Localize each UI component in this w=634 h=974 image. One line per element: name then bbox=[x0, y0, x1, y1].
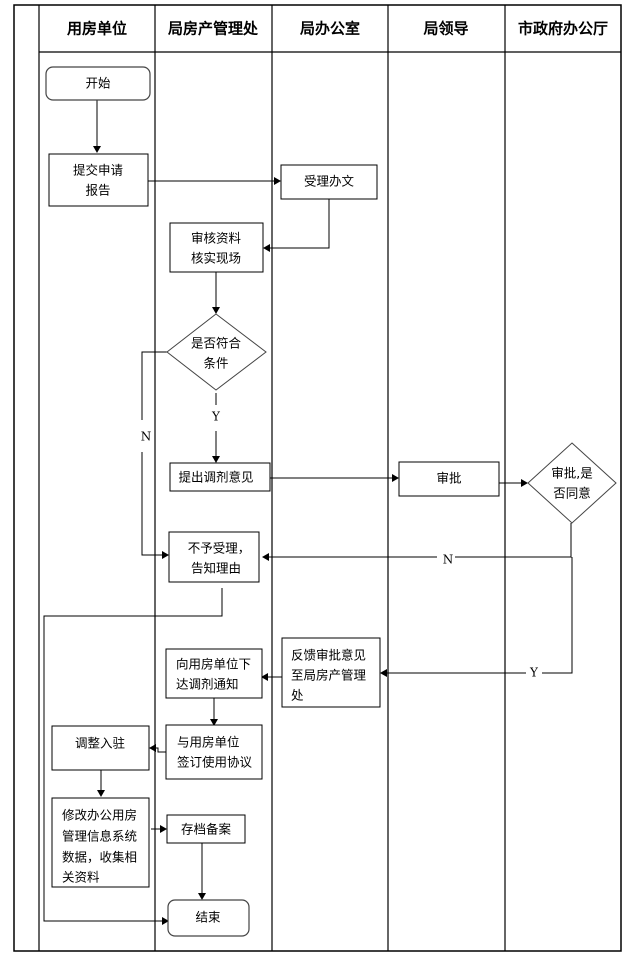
node-label: 不予受理， bbox=[188, 541, 251, 556]
arrowhead bbox=[149, 744, 156, 752]
node-archive[interactable]: 存档备案 bbox=[166, 814, 246, 844]
arrowhead bbox=[97, 790, 105, 797]
edge-label-no: N bbox=[141, 430, 152, 444]
node-label: 审批,是 bbox=[551, 466, 593, 481]
edge-label-yes: Y bbox=[529, 666, 539, 680]
node-label: 提出调剂意见 bbox=[178, 470, 253, 485]
process-shape bbox=[165, 724, 263, 780]
node-label: 条件 bbox=[203, 356, 228, 371]
arrowhead bbox=[261, 673, 268, 681]
node-submit[interactable]: 提交申请 报告 bbox=[48, 153, 149, 207]
node-label: 达调剂通知 bbox=[176, 677, 239, 692]
node-reject[interactable]: 不予受理， 告知理由 bbox=[168, 531, 260, 583]
arrowhead bbox=[212, 456, 220, 463]
arrowhead bbox=[262, 553, 269, 561]
node-feedback[interactable]: 反馈审批意见 至局房产管理 处 bbox=[281, 637, 381, 708]
lane-header-office: 局办公室 bbox=[299, 20, 360, 38]
edge-qualify-reject bbox=[141, 351, 167, 556]
node-label: 数据，收集相 bbox=[62, 850, 137, 865]
node-label: 报告 bbox=[85, 183, 110, 198]
node-label: 核实现场 bbox=[191, 251, 241, 266]
node-label: 提交申请 bbox=[73, 163, 123, 178]
node-review[interactable]: 审核资料 核实现场 bbox=[169, 222, 264, 273]
outer-border bbox=[13, 4, 622, 952]
decision-shape bbox=[166, 313, 267, 391]
node-label: 管理信息系统 bbox=[62, 829, 137, 844]
edge-agree-feedback bbox=[385, 557, 573, 674]
process-shape bbox=[51, 797, 150, 888]
node-label: 处 bbox=[291, 688, 304, 703]
node-move[interactable]: 调整入驻 bbox=[51, 725, 150, 771]
decision-shape bbox=[527, 442, 617, 524]
node-end[interactable]: 结束 bbox=[167, 899, 250, 937]
edge-accept-review bbox=[268, 199, 330, 249]
node-label: 向用房单位下 bbox=[176, 657, 251, 672]
node-label: 审批 bbox=[436, 471, 461, 486]
node-label: 审核资料 bbox=[191, 231, 242, 246]
node-notify[interactable]: 向用房单位下 达调剂通知 bbox=[165, 648, 263, 699]
lane-headers: 用房单位 局房产管理处 局办公室 局领导 市政府办公厅 bbox=[67, 20, 608, 38]
node-label: 告知理由 bbox=[191, 561, 241, 576]
arrowhead bbox=[198, 893, 206, 900]
connectors: Y N N Y bbox=[43, 100, 573, 925]
edge-label-no: N bbox=[443, 553, 454, 567]
arrowhead bbox=[263, 244, 270, 252]
process-shape bbox=[281, 637, 381, 708]
node-start[interactable]: 开始 bbox=[45, 66, 151, 101]
arrowhead bbox=[210, 719, 218, 726]
node-label: 存档备案 bbox=[181, 822, 232, 837]
node-label: 反馈审批意见 bbox=[291, 648, 366, 663]
node-label: 开始 bbox=[85, 76, 111, 91]
node-label: 修改办公用房 bbox=[62, 808, 137, 823]
arrowhead bbox=[162, 551, 169, 559]
swimlane-frame bbox=[13, 4, 622, 952]
lane-header-unit: 用房单位 bbox=[67, 20, 127, 38]
node-label: 签订使用协议 bbox=[177, 755, 253, 770]
process-shape bbox=[398, 461, 500, 497]
arrowhead bbox=[380, 669, 387, 677]
process-shape bbox=[169, 222, 264, 273]
arrowhead bbox=[392, 474, 399, 482]
node-qualify[interactable]: 是否符合 条件 bbox=[166, 313, 267, 391]
lane-header-leader: 局领导 bbox=[422, 20, 468, 38]
arrowhead bbox=[162, 917, 169, 925]
arrowhead bbox=[93, 146, 101, 153]
process-shape bbox=[165, 648, 263, 699]
process-shape bbox=[280, 164, 378, 200]
node-label: 是否符合 bbox=[191, 336, 242, 351]
node-approve[interactable]: 审批 bbox=[398, 461, 500, 497]
edge-reject-end bbox=[43, 588, 223, 922]
node-label: 调整入驻 bbox=[75, 736, 126, 751]
process-shape bbox=[48, 153, 149, 207]
node-label: 关资料 bbox=[62, 870, 100, 885]
edge-label-yes: Y bbox=[211, 410, 221, 424]
node-label: 与用房单位 bbox=[177, 735, 240, 750]
process-shape bbox=[169, 462, 271, 492]
node-update[interactable]: 修改办公用房 管理信息系统 数据，收集相 关资料 bbox=[51, 797, 150, 888]
edge-agree-reject bbox=[267, 523, 572, 558]
node-label: 至局房产管理 bbox=[291, 668, 367, 683]
process-shape bbox=[168, 531, 260, 583]
process-shape bbox=[51, 725, 150, 771]
process-shape bbox=[166, 814, 246, 844]
terminal-shape bbox=[167, 899, 250, 937]
node-agree[interactable]: 审批,是 否同意 bbox=[527, 442, 617, 524]
node-label: 受理办文 bbox=[304, 174, 355, 189]
arrowhead bbox=[160, 825, 167, 833]
node-sign[interactable]: 与用房单位 签订使用协议 bbox=[165, 724, 263, 780]
lane-header-city: 市政府办公厅 bbox=[518, 20, 608, 38]
node-label: 否同意 bbox=[553, 486, 591, 501]
arrowhead bbox=[212, 307, 220, 314]
arrowhead bbox=[521, 479, 528, 487]
flow-nodes: 开始 提交申请 报告 受理办文 审核资料 核实现场 是否符合 条件 提出调剂意见 bbox=[45, 66, 617, 937]
node-propose[interactable]: 提出调剂意见 bbox=[169, 462, 271, 492]
arrowhead bbox=[274, 177, 281, 185]
node-accept[interactable]: 受理办文 bbox=[280, 164, 378, 200]
lane-header-housing: 局房产管理处 bbox=[167, 20, 259, 38]
terminal-shape bbox=[45, 66, 151, 101]
node-label: 结束 bbox=[195, 910, 221, 925]
